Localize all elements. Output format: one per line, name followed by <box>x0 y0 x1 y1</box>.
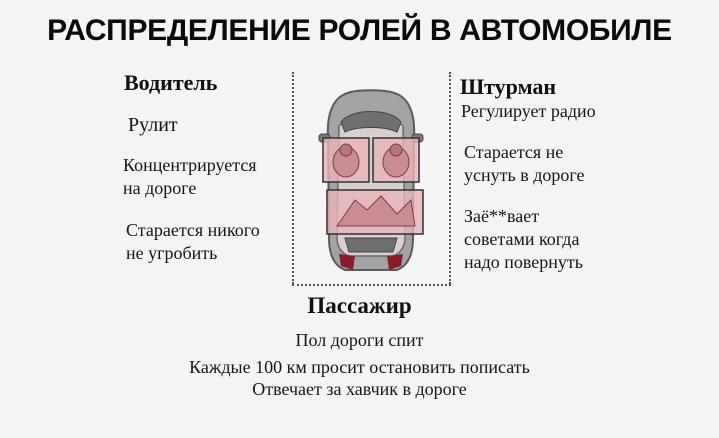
bottom-separator <box>292 284 451 286</box>
car-rear-window <box>344 237 398 253</box>
navigator-item: Старается не <box>464 142 564 162</box>
navigator-heading: Штурман <box>460 74 557 99</box>
driver-item: Старается никого <box>126 220 260 240</box>
tail-light-left <box>339 254 355 270</box>
navigator-item: надо повернуть <box>464 252 584 272</box>
car-windshield <box>340 111 402 133</box>
driver-item: Концентрируется <box>123 155 257 175</box>
navigator-item: уснуть в дороге <box>464 165 585 185</box>
passenger-item: Отвечает за хавчик в дороге <box>252 379 467 399</box>
right-separator <box>449 72 451 284</box>
passenger-item: Каждые 100 км просит остановить пописать <box>189 357 530 377</box>
passenger-item: Пол дороги спит <box>295 330 424 350</box>
driver-item: не угробить <box>126 243 218 263</box>
page-title: РАСПРЕДЕЛЕНИЕ РОЛЕЙ В АВТОМОБИЛЕ <box>47 14 672 47</box>
left-separator <box>292 72 294 284</box>
navigator-item: советами когда <box>464 229 580 249</box>
navigator-item: Заё**вает <box>464 206 540 226</box>
driver-item: Рулит <box>128 114 178 136</box>
navigator-item: Регулирует радио <box>461 101 596 121</box>
passenger-heading: Пассажир <box>307 293 412 318</box>
driver-item: на дороге <box>123 178 197 198</box>
car-icon <box>318 89 424 271</box>
driver-heading: Водитель <box>124 70 218 95</box>
tail-light-right <box>387 254 403 270</box>
